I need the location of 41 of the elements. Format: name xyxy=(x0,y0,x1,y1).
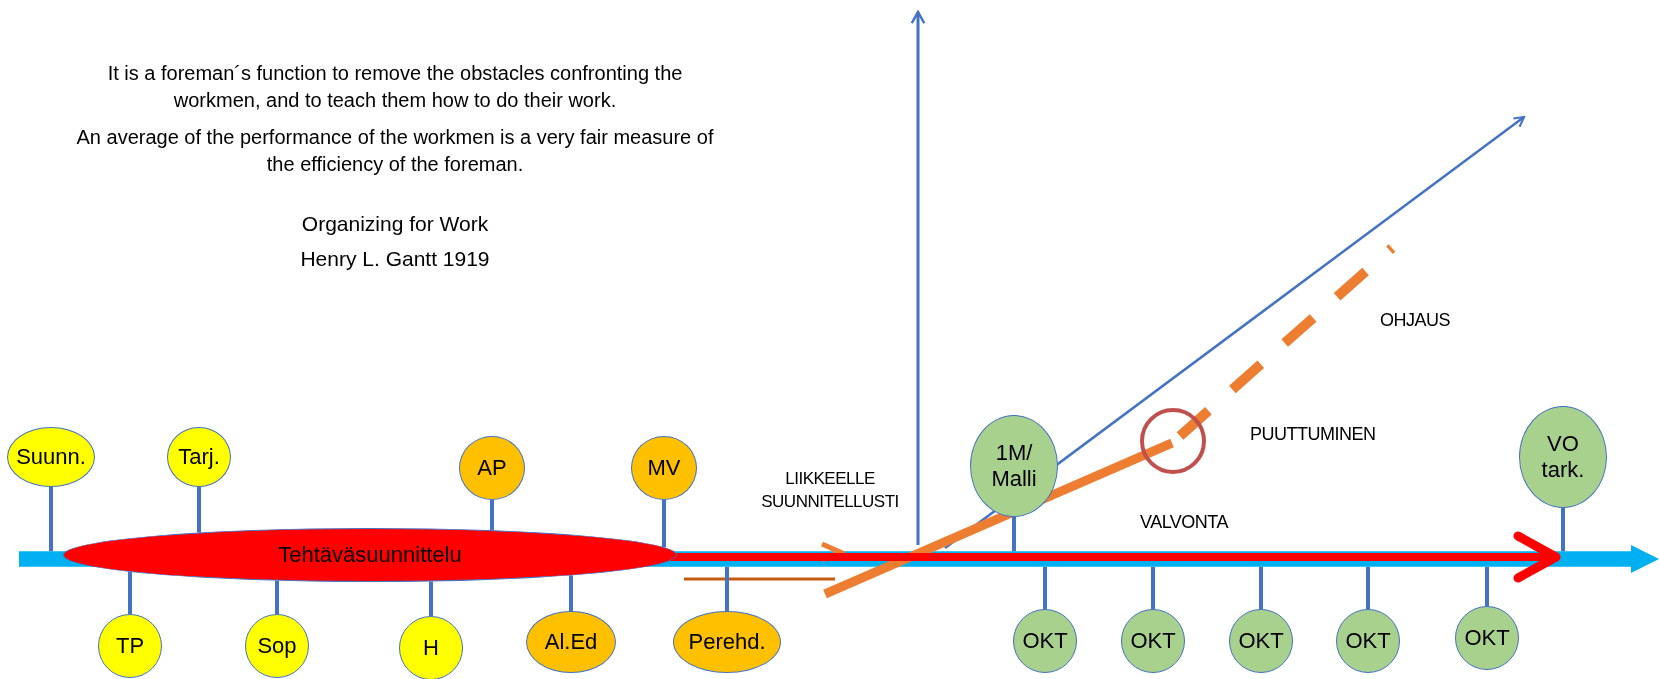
connector-line xyxy=(197,487,201,533)
milestone-circle: AP xyxy=(459,436,525,500)
connector-line xyxy=(1259,566,1263,609)
milestone-circle: OKT xyxy=(1455,606,1519,670)
connector-line xyxy=(275,580,279,614)
connector-line xyxy=(662,500,666,548)
connector-line xyxy=(1561,508,1565,552)
connector-line xyxy=(569,575,573,611)
milestone-circle: Suunn. xyxy=(7,427,95,487)
phase-label: PUUTTUMINEN xyxy=(1250,423,1376,446)
milestone-circle: TP xyxy=(98,614,162,678)
phase-label: VALVONTA xyxy=(1140,511,1229,534)
milestone-circle: H xyxy=(399,616,463,679)
connector-line xyxy=(429,581,433,616)
milestone-circle: MV xyxy=(631,436,697,500)
milestone-circle: OKT xyxy=(1229,609,1293,673)
milestone-circle: Sop xyxy=(245,614,309,678)
connector-line xyxy=(1485,566,1489,606)
connector-line xyxy=(1366,566,1370,609)
quote-paragraph: An average of the performance of the workmen is a very fair measure of the efficiency of the foreman. xyxy=(75,125,715,177)
milestone-circle: OKT xyxy=(1336,609,1400,673)
quote-paragraph: It is a foreman´s function to remove the obstacles confronting the workmen, and to teach them how to do their work. xyxy=(106,61,684,113)
milestone-circle: Perehd. xyxy=(673,611,781,673)
phase-label: LIIKKEELLE SUUNNITELLUSTI xyxy=(760,468,900,513)
connector-line xyxy=(49,487,53,552)
connector-line xyxy=(1012,517,1016,552)
connector-line xyxy=(1043,566,1047,609)
phase-label: OHJAUS xyxy=(1380,309,1450,332)
phase-label: Tehtäväsuunnittelu xyxy=(278,542,462,568)
source-author: Henry L. Gantt 1919 xyxy=(299,246,491,272)
milestone-circle: OKT xyxy=(1121,609,1185,673)
connector-line xyxy=(490,500,494,531)
milestone-circle: VO tark. xyxy=(1519,406,1607,508)
connector-line xyxy=(725,566,729,611)
milestone-circle: Tarj. xyxy=(167,427,231,487)
connector-line xyxy=(1151,566,1155,609)
source-title: Organizing for Work xyxy=(300,211,490,237)
milestone-circle: OKT xyxy=(1013,609,1077,673)
milestone-circle: Al.Ed xyxy=(526,611,616,673)
connector-line xyxy=(128,571,132,614)
milestone-circle: 1M/ Malli xyxy=(970,415,1058,517)
